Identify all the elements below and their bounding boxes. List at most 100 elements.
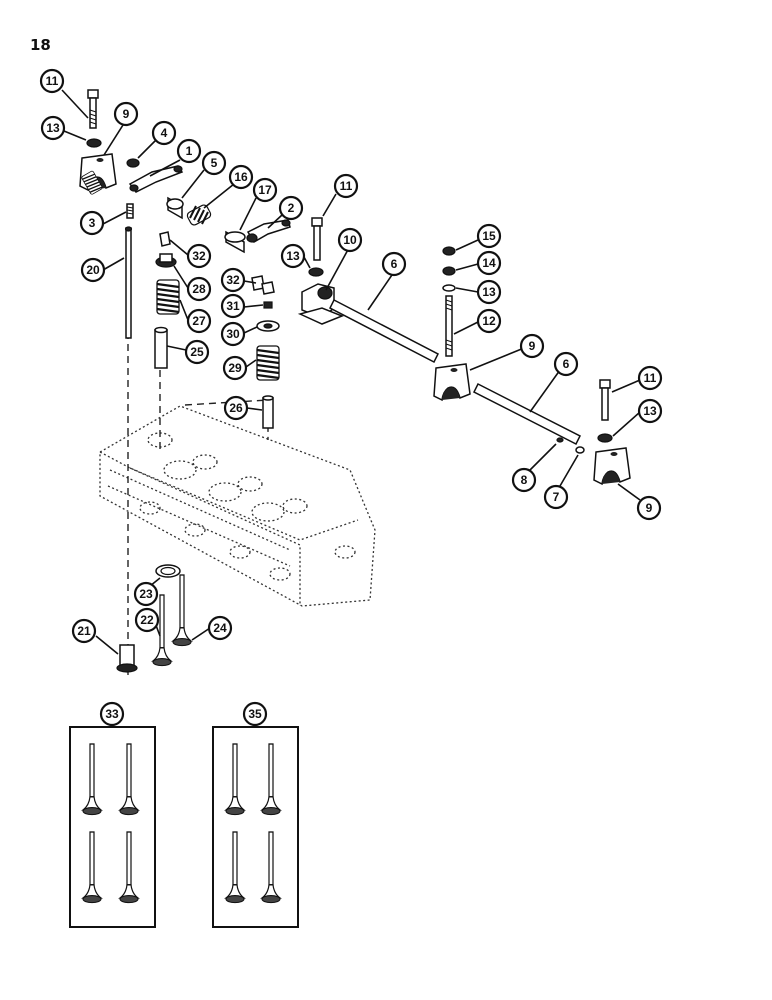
valve-keepers-32-right bbox=[251, 275, 275, 295]
svg-text:22: 22 bbox=[140, 613, 154, 627]
svg-text:10: 10 bbox=[343, 233, 357, 247]
washer-13-center bbox=[308, 267, 324, 277]
callout-17: 17 bbox=[252, 177, 278, 203]
callout-6-right: 6 bbox=[553, 351, 579, 377]
svg-text:6: 6 bbox=[391, 257, 398, 271]
svg-text:14: 14 bbox=[482, 256, 496, 270]
svg-text:24: 24 bbox=[213, 621, 227, 635]
callout-32-left: 32 bbox=[186, 243, 212, 269]
callout-2: 2 bbox=[278, 195, 304, 221]
svg-text:4: 4 bbox=[161, 126, 168, 140]
svg-text:13: 13 bbox=[482, 285, 496, 299]
callout-11-right: 11 bbox=[637, 365, 663, 391]
washer-13-stud bbox=[442, 284, 456, 292]
callout-13-center: 13 bbox=[280, 243, 306, 269]
rocker-arm-2 bbox=[246, 219, 291, 244]
svg-text:11: 11 bbox=[644, 371, 657, 385]
svg-text:25: 25 bbox=[190, 345, 204, 359]
callout-32-right: 32 bbox=[220, 267, 246, 293]
bolt-11-left bbox=[87, 89, 99, 129]
valve-spring-29 bbox=[255, 344, 281, 382]
callout-13-right: 13 bbox=[637, 398, 663, 424]
callout-9-right: 9 bbox=[636, 495, 662, 521]
svg-text:13: 13 bbox=[46, 121, 60, 135]
callout-25: 25 bbox=[184, 339, 210, 365]
svg-text:13: 13 bbox=[286, 249, 300, 263]
pushrod-20 bbox=[124, 226, 133, 339]
stud-12 bbox=[445, 295, 453, 357]
callout-11-left: 11 bbox=[39, 68, 65, 94]
svg-text:35: 35 bbox=[248, 707, 262, 721]
valve-seal-23 bbox=[155, 564, 181, 578]
svg-text:13: 13 bbox=[643, 404, 657, 418]
svg-text:20: 20 bbox=[86, 263, 100, 277]
callout-3: 3 bbox=[79, 210, 105, 236]
tappet-21 bbox=[116, 644, 138, 673]
valve-kit-35: 35 bbox=[212, 701, 299, 928]
washer-14 bbox=[442, 266, 456, 276]
callout-1: 1 bbox=[176, 138, 202, 164]
svg-text:23: 23 bbox=[139, 587, 153, 601]
svg-text:12: 12 bbox=[482, 314, 496, 328]
callout-29: 29 bbox=[222, 355, 248, 381]
washer-13-left bbox=[86, 138, 102, 148]
valve-24 bbox=[172, 574, 192, 647]
valve-guide-26 bbox=[262, 395, 274, 429]
spacer-17 bbox=[224, 230, 246, 254]
valve-spring-27 bbox=[155, 278, 181, 316]
washer-13-right bbox=[597, 433, 613, 443]
callout-15: 15 bbox=[476, 223, 502, 249]
rocker-arm-1 bbox=[128, 165, 184, 193]
callout-7: 7 bbox=[543, 484, 569, 510]
callout-6-left: 6 bbox=[381, 251, 407, 277]
callout-4: 4 bbox=[151, 120, 177, 146]
svg-text:9: 9 bbox=[123, 107, 130, 121]
callout-14: 14 bbox=[476, 250, 502, 276]
callout-12: 12 bbox=[476, 308, 502, 334]
plug-8 bbox=[556, 437, 564, 443]
svg-text:1: 1 bbox=[186, 144, 193, 158]
svg-text:3: 3 bbox=[89, 216, 96, 230]
svg-text:11: 11 bbox=[46, 74, 59, 88]
valve-keepers-32-left bbox=[159, 231, 171, 247]
nut-15 bbox=[442, 246, 456, 256]
callout-13-left: 13 bbox=[40, 115, 66, 141]
callout-9-center: 9 bbox=[519, 333, 545, 359]
rocker-shaft-6-left bbox=[328, 298, 440, 364]
callout-13-stud: 13 bbox=[476, 279, 502, 305]
callout-28: 28 bbox=[186, 276, 212, 302]
callout-26: 26 bbox=[223, 395, 249, 421]
callout-20: 20 bbox=[80, 257, 106, 283]
cylinder-head bbox=[99, 405, 376, 607]
callout-22: 22 bbox=[134, 607, 160, 633]
callout-27: 27 bbox=[186, 308, 212, 334]
svg-text:9: 9 bbox=[646, 501, 653, 515]
svg-text:32: 32 bbox=[226, 273, 240, 287]
svg-text:8: 8 bbox=[521, 473, 528, 487]
callout-10: 10 bbox=[337, 227, 363, 253]
bushing-5 bbox=[166, 196, 184, 220]
callout-5: 5 bbox=[201, 150, 227, 176]
nut-4 bbox=[126, 158, 140, 168]
svg-text:29: 29 bbox=[228, 361, 242, 375]
spring-16-coil bbox=[186, 204, 212, 226]
svg-text:28: 28 bbox=[192, 282, 206, 296]
svg-text:21: 21 bbox=[77, 624, 91, 638]
svg-text:32: 32 bbox=[192, 249, 206, 263]
valve-22 bbox=[152, 594, 172, 667]
leader-lines bbox=[61, 89, 641, 655]
callout-16: 16 bbox=[228, 164, 254, 190]
svg-text:17: 17 bbox=[258, 183, 272, 197]
seal-31 bbox=[263, 301, 273, 309]
bolt-11-center bbox=[311, 217, 323, 261]
svg-text:33: 33 bbox=[105, 707, 119, 721]
page-number: 18 bbox=[30, 36, 51, 54]
callout-9-left: 9 bbox=[113, 101, 139, 127]
rocker-shaft-6-right bbox=[472, 382, 582, 446]
spring-retainer-28 bbox=[155, 253, 177, 268]
plug-7 bbox=[575, 446, 585, 454]
svg-text:26: 26 bbox=[229, 401, 243, 415]
svg-text:27: 27 bbox=[192, 314, 206, 328]
svg-text:30: 30 bbox=[226, 327, 240, 341]
svg-text:9: 9 bbox=[529, 339, 536, 353]
